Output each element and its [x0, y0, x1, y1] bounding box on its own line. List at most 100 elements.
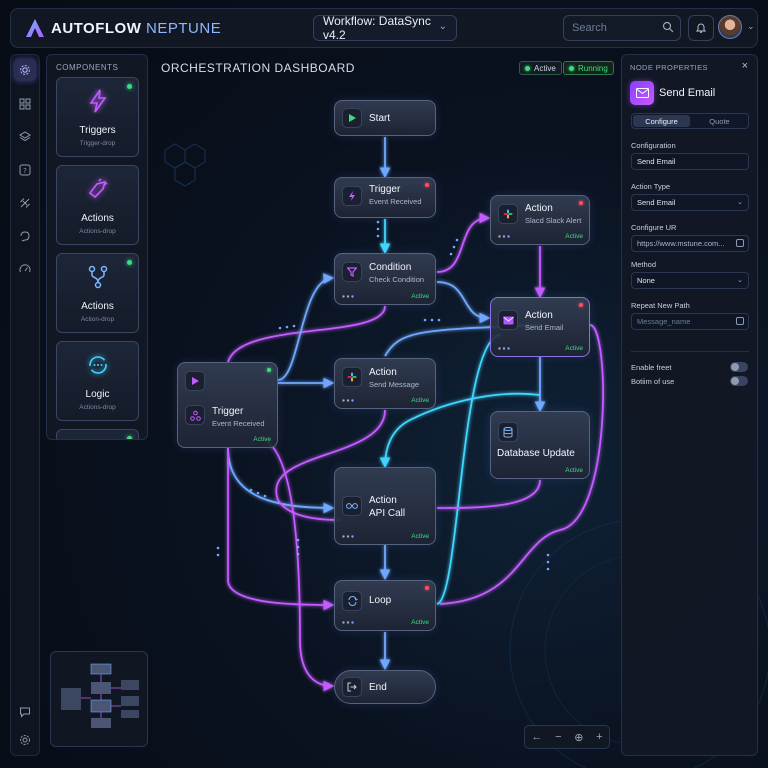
- tab-quote[interactable]: Quote: [709, 116, 730, 126]
- node-status: Active: [565, 233, 583, 240]
- node-title: Loop: [369, 595, 392, 606]
- divider: [631, 351, 749, 352]
- mail-icon: [630, 81, 654, 105]
- node-trigger-left[interactable]: Trigger Event Received Active: [177, 362, 278, 448]
- autoflow-logo-icon: [26, 19, 44, 37]
- rail-satellite-button[interactable]: [14, 192, 36, 214]
- enable-toggle[interactable]: [730, 362, 748, 372]
- component-label: Actions: [81, 301, 114, 312]
- method-select[interactable]: None⌄: [631, 272, 749, 289]
- configure-url-field[interactable]: https://www.mstune.com...: [631, 235, 749, 252]
- play-icon: [342, 108, 362, 128]
- field-label: Configure UR: [631, 223, 677, 232]
- component-actions-branch[interactable]: Actions Action-drop: [56, 253, 139, 333]
- status-dot: [127, 436, 132, 439]
- node-condition[interactable]: Condition Check Condition Active: [334, 253, 436, 305]
- node-subtitle: Check Condition: [369, 275, 425, 284]
- node-title: Action: [369, 495, 397, 506]
- node-subtitle: Event Received: [369, 197, 422, 206]
- node-title: Start: [369, 113, 391, 124]
- slack-icon: [342, 367, 362, 387]
- component-triggers[interactable]: Triggers Trigger-drop: [56, 77, 139, 157]
- node-title: End: [369, 682, 387, 693]
- component-label: Triggers: [79, 125, 116, 136]
- component-logic[interactable]: Logic Actions-drop: [56, 341, 139, 421]
- field-label: Repeat New Path: [631, 301, 690, 310]
- chat-icon: [20, 707, 30, 718]
- node-title: Trigger: [369, 184, 401, 195]
- node-title: Action: [369, 367, 397, 378]
- component-actions[interactable]: Actions Actions-drop: [56, 165, 139, 245]
- status-dot: [127, 84, 132, 89]
- notifications-button[interactable]: [688, 15, 714, 41]
- rail-help-button[interactable]: ?: [14, 159, 36, 181]
- hand-icon: [88, 178, 108, 199]
- rail-settings-button[interactable]: [14, 729, 36, 751]
- component-sub: Actions-drop: [79, 404, 116, 411]
- node-status: Active: [411, 397, 429, 404]
- status-dot: [425, 586, 429, 590]
- minimap[interactable]: [50, 651, 148, 747]
- loop-icon: [89, 356, 107, 374]
- plugin-icon: [20, 231, 30, 242]
- status-running-chip: Running: [563, 61, 614, 75]
- repeat-path-field[interactable]: Message_name: [631, 313, 749, 330]
- rail-grid-button[interactable]: [14, 93, 36, 115]
- node-trigger-top[interactable]: Trigger Event Received: [334, 177, 436, 218]
- minimap-preview: [61, 663, 139, 728]
- top-bar: AUTOFLOW NEPTUNE Workflow: DataSync v4.2…: [10, 8, 758, 48]
- user-avatar[interactable]: [718, 15, 742, 39]
- close-icon[interactable]: ×: [741, 60, 748, 72]
- properties-header: NODE PROPERTIES: [630, 63, 708, 72]
- chevron-down-icon[interactable]: ⌄: [747, 21, 755, 31]
- component-sub: Actions-drop: [79, 228, 116, 235]
- node-action-slack[interactable]: Action Slacd Slack Alert Active: [490, 195, 590, 245]
- zoom-out-icon[interactable]: −: [555, 731, 562, 743]
- node-database-update[interactable]: Database Update Active: [490, 411, 590, 479]
- back-arrow-icon[interactable]: ←: [531, 731, 543, 743]
- status-dot: [579, 303, 583, 307]
- rail-dashboard-button[interactable]: [14, 258, 36, 280]
- action-type-select[interactable]: Send Email⌄: [631, 194, 749, 211]
- node-loop[interactable]: Loop Active: [334, 580, 436, 631]
- node-subtitle: Slacd Slack Alert: [525, 216, 582, 225]
- brand[interactable]: AUTOFLOW NEPTUNE: [25, 18, 221, 38]
- search-icon: [662, 21, 674, 33]
- node-title: Action: [525, 310, 553, 321]
- node-action-api[interactable]: Action API Call Active: [334, 467, 436, 545]
- satellite-icon: [20, 198, 30, 208]
- workflow-selector[interactable]: Workflow: DataSync v4.2 ⌄: [313, 14, 457, 42]
- node-end[interactable]: End: [334, 670, 436, 704]
- tab-configure[interactable]: Configure: [633, 115, 690, 127]
- ellipsis-icon: [342, 399, 354, 402]
- settings-icon: [20, 735, 30, 745]
- zoom-fit-icon[interactable]: ⊕: [574, 731, 584, 744]
- node-subtitle: API Call: [369, 508, 406, 519]
- left-rail: ?: [10, 54, 40, 756]
- properties-tabs: Configure Quote: [631, 113, 749, 129]
- rail-workflows-button[interactable]: [14, 59, 36, 81]
- copy-icon: [736, 239, 744, 247]
- node-action-message[interactable]: Action Send Message Active: [334, 358, 436, 409]
- loop-icon: [342, 591, 362, 611]
- node-start[interactable]: Start: [334, 100, 436, 136]
- lightning-icon: [342, 186, 362, 206]
- zoom-in-icon[interactable]: +: [596, 731, 603, 743]
- node-action-email[interactable]: Action Send Email Active: [490, 297, 590, 357]
- node-status: Active: [565, 345, 583, 352]
- api-icon: [342, 496, 362, 516]
- search-input[interactable]: Search: [563, 15, 681, 41]
- rail-plugins-button[interactable]: [14, 225, 36, 247]
- rail-chat-button[interactable]: [14, 701, 36, 723]
- rail-layers-button[interactable]: [14, 126, 36, 148]
- configuration-field[interactable]: Send Email: [631, 153, 749, 170]
- components-title: COMPONENTS: [56, 63, 119, 72]
- gear-icon: [20, 65, 30, 75]
- gauge-icon: [19, 264, 31, 273]
- bottom-toggle[interactable]: [730, 376, 748, 386]
- component-sub: Trigger-drop: [79, 140, 116, 147]
- component-label: Logic: [85, 389, 110, 400]
- exit-icon: [342, 677, 362, 697]
- component-more[interactable]: [56, 429, 139, 439]
